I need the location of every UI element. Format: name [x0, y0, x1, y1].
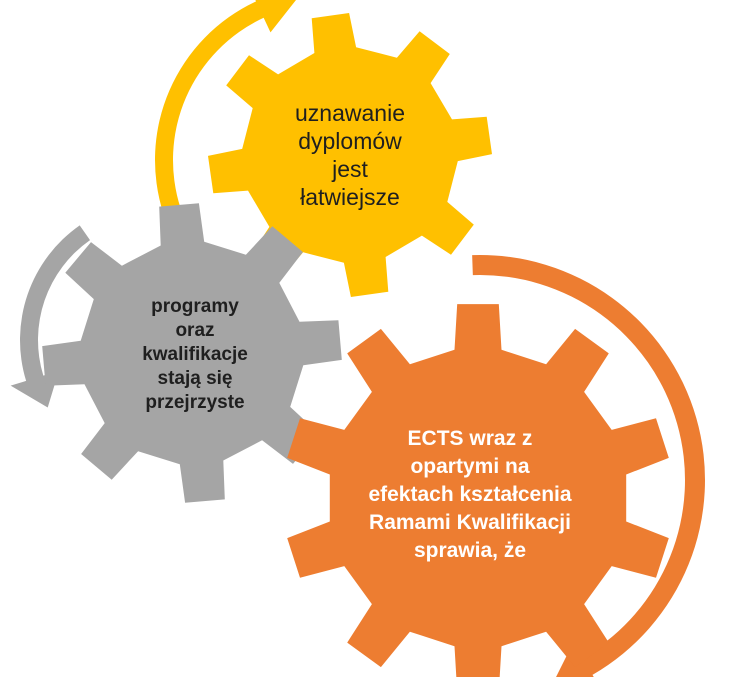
gear-label-line: sprawia, że	[413, 539, 527, 562]
gear-label-line: przejrzyste	[145, 392, 245, 413]
gear-label-line: Ramami Kwalifikacji	[369, 511, 571, 534]
gear-label-ects: ECTS wraz z opartymi na efektach kształc…	[345, 415, 595, 575]
gear-label-line: dyplomów	[298, 128, 402, 154]
gear-recognition	[208, 13, 492, 297]
gear-label-line: efektach kształcenia	[368, 483, 572, 506]
gear-label-line: łatwiejsze	[300, 184, 400, 210]
arrow-yellow	[154, 0, 297, 215]
gear-label-recognition: uznawanie dyplomów jest łatwiejsze	[270, 85, 430, 225]
gear-label-line: kwalifikacje	[142, 344, 248, 365]
gear-label-line: oraz	[175, 320, 215, 341]
gear-label-line: uznawanie	[295, 100, 405, 126]
gear-label-line: jest	[332, 156, 368, 182]
gear-ects	[287, 304, 669, 677]
gear-label-transparency: programy oraz kwalifikacje stają się prz…	[110, 280, 280, 430]
arrow-gray	[10, 225, 91, 408]
arrow-orange	[472, 255, 705, 677]
gear-transparency	[42, 203, 342, 503]
gear-label-line: stają się	[157, 368, 233, 389]
gear-label-line: ECTS wraz z	[407, 427, 533, 450]
gear-label-line: programy	[151, 296, 239, 317]
gear-label-line: opartymi na	[410, 455, 530, 478]
